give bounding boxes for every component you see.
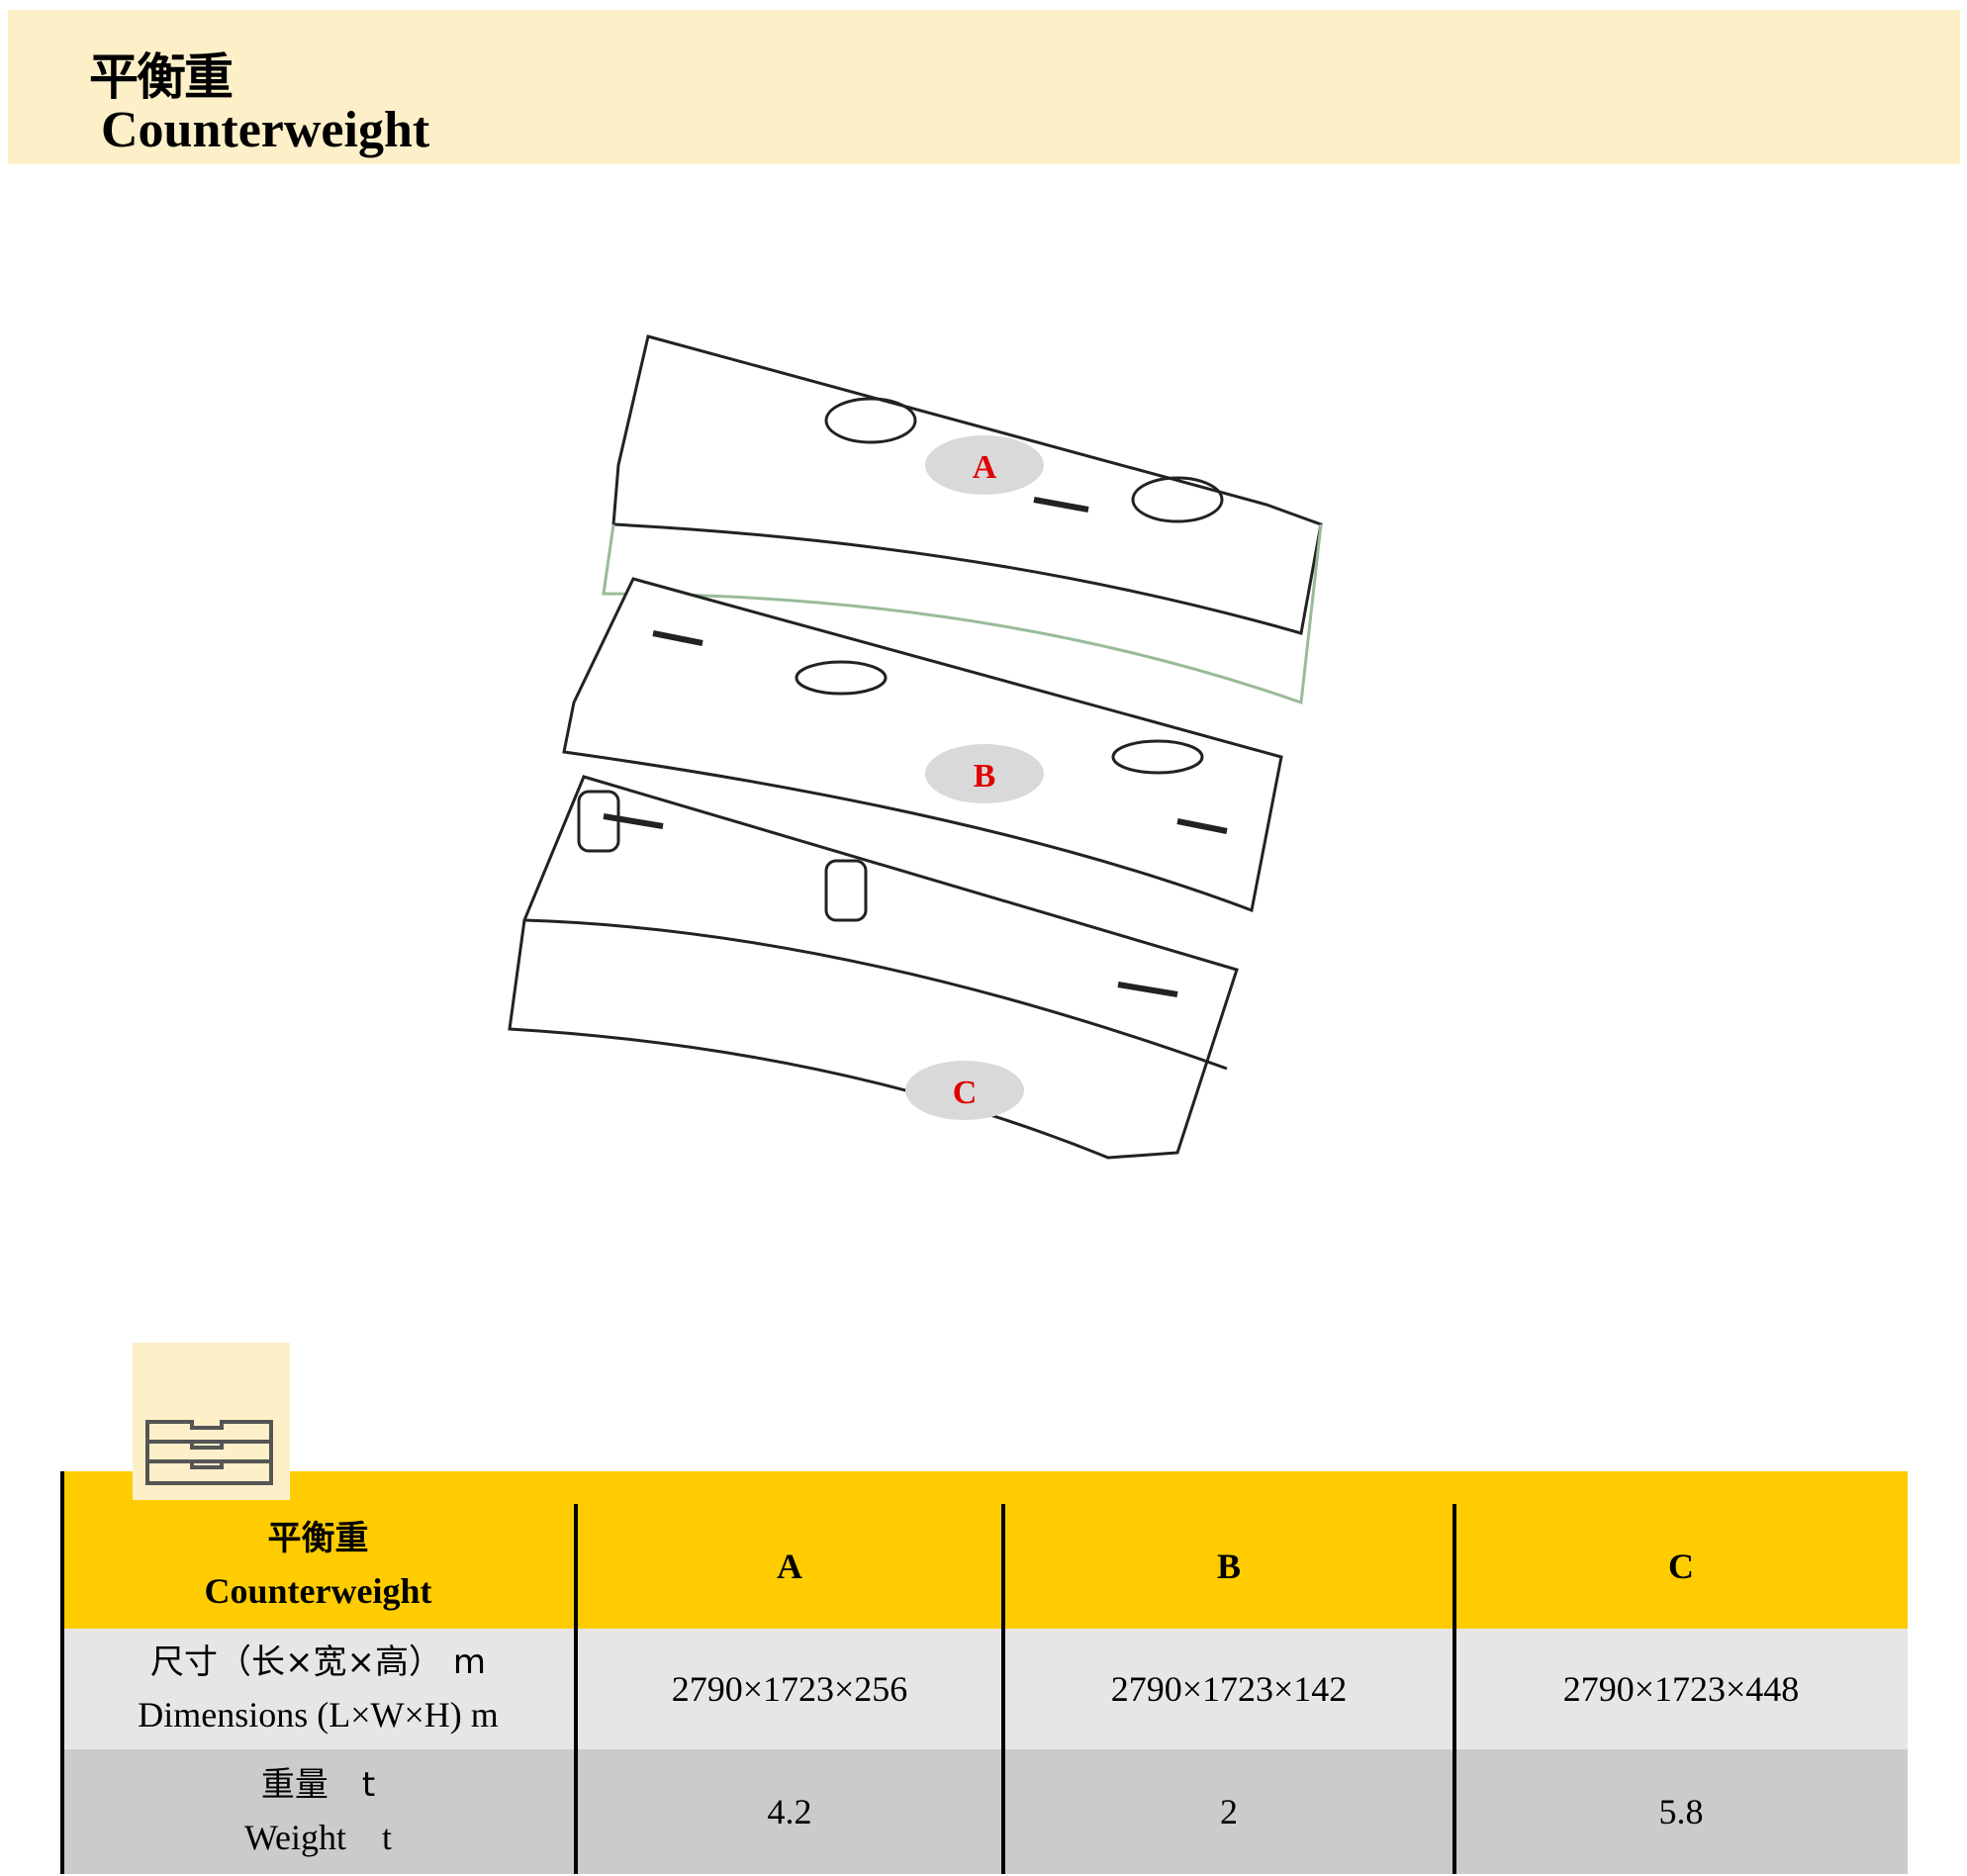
col-c: C <box>1668 1546 1694 1586</box>
row-label-en: Dimensions (L×W×H) m <box>138 1694 499 1735</box>
label-a: A <box>925 435 1044 495</box>
row-label-cn: 重量 t <box>260 1764 376 1805</box>
label-c: C <box>905 1061 1024 1120</box>
col-a: A <box>777 1546 802 1586</box>
table-row: 重量 t Weight t 4.2 2 5.8 <box>60 1749 1908 1874</box>
cell: 4.2 <box>767 1792 812 1831</box>
header-label-en: Counterweight <box>204 1571 432 1611</box>
stacked-counterweight-icon <box>133 1343 290 1500</box>
table-header-row: 平衡重 Counterweight A B C <box>60 1471 1908 1629</box>
title-en: Counterweight <box>101 102 430 158</box>
svg-text:C: C <box>953 1075 978 1111</box>
title-cn: 平衡重 <box>89 48 234 106</box>
cell: 5.8 <box>1658 1792 1704 1831</box>
svg-text:B: B <box>974 758 996 795</box>
row-label-en: Weight t <box>243 1817 393 1857</box>
table-row: 尺寸（长×宽×高） m Dimensions (L×W×H) m 2790×172… <box>60 1629 1908 1749</box>
slab-c <box>508 775 1239 1160</box>
title-banner: 平衡重 Counterweight <box>8 10 1960 164</box>
col-b: B <box>1216 1546 1241 1586</box>
row-label-cn: 尺寸（长×宽×高） m <box>150 1642 486 1682</box>
header-label-cn: 平衡重 <box>267 1519 369 1558</box>
cell: 2790×1723×142 <box>1110 1669 1348 1709</box>
column-divider <box>574 1504 578 1874</box>
svg-text:A: A <box>973 449 997 486</box>
column-divider <box>1001 1504 1005 1874</box>
cell: 2 <box>1220 1792 1238 1831</box>
cell: 2790×1723×448 <box>1562 1669 1800 1709</box>
counterweight-exploded-drawing: A B C <box>508 334 1323 1160</box>
column-divider <box>1452 1504 1456 1874</box>
table-border <box>60 1471 64 1874</box>
specs-table: 平衡重 Counterweight A B C 尺寸（长×宽×高） m Dimens… <box>60 1471 1908 1874</box>
slab-b <box>562 577 1283 913</box>
cell: 2790×1723×256 <box>671 1669 908 1709</box>
label-b: B <box>925 744 1044 803</box>
